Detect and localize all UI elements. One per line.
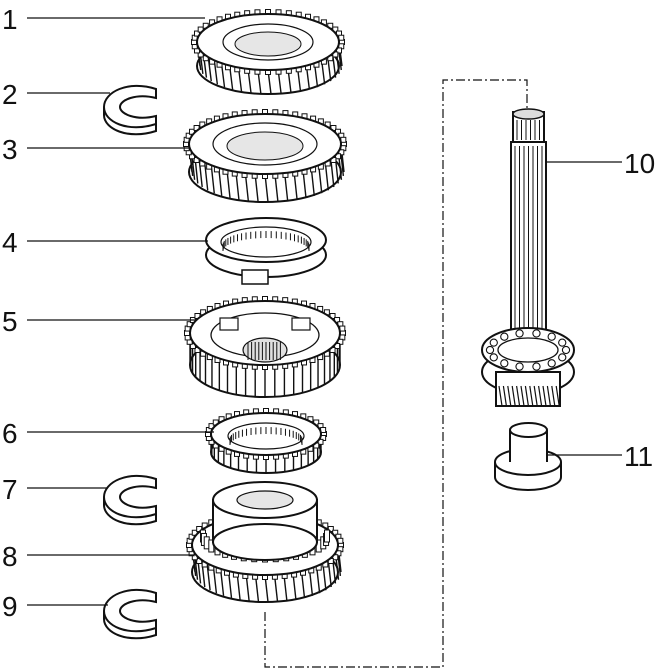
synchro-hub-5 bbox=[184, 296, 346, 398]
circlip-9 bbox=[102, 588, 157, 640]
callout-3: 3 bbox=[2, 134, 18, 165]
callout-11: 11 bbox=[624, 441, 653, 472]
callout-1: 1 bbox=[2, 4, 18, 35]
shaft-10 bbox=[481, 108, 575, 407]
assembly-path-line bbox=[264, 79, 528, 668]
gear-1 bbox=[191, 9, 345, 95]
callout-4: 4 bbox=[2, 227, 18, 258]
callout-9: 9 bbox=[2, 591, 18, 622]
shaft-10-top-splines bbox=[516, 120, 540, 140]
callout-2: 2 bbox=[2, 79, 18, 110]
callout-8: 8 bbox=[2, 541, 18, 572]
synchro-hub-5-teeth bbox=[184, 296, 346, 397]
circlip-2 bbox=[102, 84, 157, 136]
circlip-7 bbox=[102, 474, 157, 526]
gear-3 bbox=[183, 109, 347, 203]
gear-8 bbox=[186, 481, 344, 603]
bushing-11 bbox=[494, 422, 562, 491]
callout-7: 7 bbox=[2, 474, 18, 505]
synchro-ring-6-teeth bbox=[205, 408, 327, 473]
shaft-10-bearing-rollers bbox=[485, 329, 571, 371]
callout-6: 6 bbox=[2, 418, 18, 449]
callout-10: 10 bbox=[624, 148, 655, 179]
synchro-ring-4 bbox=[205, 217, 327, 285]
shaft-10-main-splines bbox=[514, 146, 543, 334]
synchro-ring-6-ribs bbox=[229, 427, 303, 445]
shaft-10-drive-gear bbox=[498, 385, 560, 407]
synchro-hub-5-splines bbox=[247, 342, 281, 360]
callout-5: 5 bbox=[2, 306, 18, 337]
synchro-ring-4-ribs bbox=[222, 231, 310, 251]
synchro-ring-6 bbox=[205, 408, 327, 474]
